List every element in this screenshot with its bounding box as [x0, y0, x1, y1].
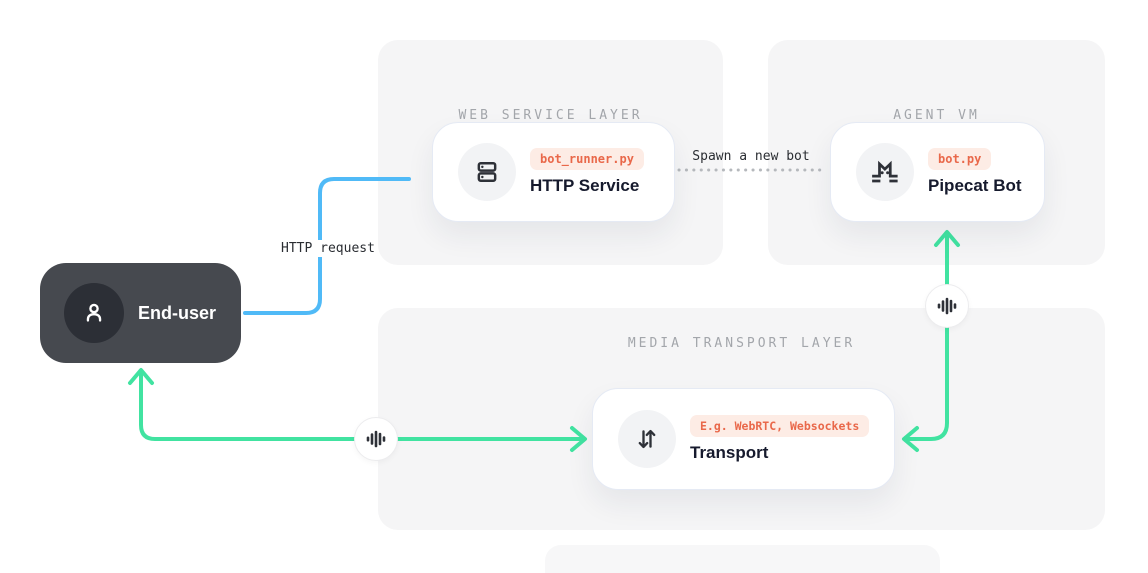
person-icon: [64, 283, 124, 343]
http-request-label: HTTP request: [278, 240, 378, 257]
spawn-bot-label: Spawn a new bot: [692, 149, 810, 164]
transport-badge: E.g. WebRTC, Websockets: [690, 415, 870, 437]
end-user-title: End-user: [138, 302, 217, 323]
transport-title: Transport: [690, 443, 769, 462]
pipecat-bot-card: bot.py Pipecat Bot: [830, 122, 1045, 222]
audio-line-right: [904, 232, 949, 441]
http-service-card: bot_runner.py HTTP Service: [432, 122, 675, 222]
server-icon: [458, 143, 516, 201]
pipecat-bot-badge: bot.py: [928, 148, 992, 170]
audio-waveform-icon: [354, 417, 398, 461]
pipecat-bot-title: Pipecat Bot: [928, 176, 1022, 195]
audio-waveform-icon: [925, 284, 969, 328]
http-service-title: HTTP Service: [530, 176, 640, 195]
arrowhead-left-transport: [902, 426, 919, 452]
cat-icon: [856, 143, 914, 201]
arrowhead-up-pipecat-bot: [934, 230, 960, 247]
media-transport-layer-header: MEDIA TRANSPORT LAYER: [627, 336, 856, 351]
agent-vm-header: AGENT VM: [893, 108, 980, 123]
web-service-layer-header: WEB SERVICE LAYER: [458, 108, 643, 123]
end-user-node: End-user: [40, 263, 241, 363]
arrowhead-right-transport: [570, 426, 587, 452]
audio-line-left: [139, 370, 585, 441]
arrows-up-down-icon: [618, 410, 676, 468]
next-layer-hint-panel: [545, 545, 940, 573]
transport-card: E.g. WebRTC, Websockets Transport: [592, 388, 895, 490]
arrowhead-up-enduser: [128, 368, 154, 385]
http-service-badge: bot_runner.py: [530, 148, 644, 170]
